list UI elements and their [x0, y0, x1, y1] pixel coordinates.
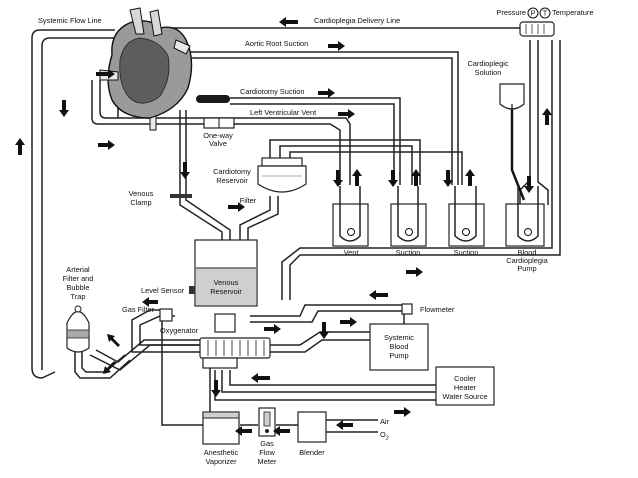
cardioplegia-delivery-line-label: Cardioplegia Delivery Line	[314, 16, 400, 25]
venous-clamp	[170, 194, 192, 198]
gas-filter	[159, 308, 173, 322]
blood-cardioplegia-pump-label-line3: Pump	[517, 264, 536, 273]
blender-label: Blender	[299, 448, 325, 457]
o2-label-main: O	[380, 430, 386, 439]
flowmeter-sensor	[401, 303, 413, 315]
gas-flow-meter	[258, 407, 276, 437]
suction-pump-2	[448, 186, 485, 247]
cardiotomy-reservoir-label-line2: Reservoir	[216, 176, 248, 185]
temperature-symbol: T	[543, 9, 548, 18]
systemic-blood-pump-label-line3: Pump	[389, 351, 408, 360]
arterial-filter-label-line4: Trap	[71, 292, 86, 301]
venous-clamp-label-line2: Clamp	[130, 198, 151, 207]
blood-cardioplegia-pump	[505, 186, 545, 247]
cardioplegic-solution-line	[510, 90, 526, 201]
one-way-valve	[203, 117, 235, 129]
filter-label: Filter	[240, 196, 257, 205]
cardiotomy-suction-label: Cardiotomy Suction	[240, 87, 305, 96]
cardioplegic-solution-label-line1: Cardioplegic	[467, 59, 508, 68]
pressure-label: Pressure	[496, 8, 526, 17]
venous-clamp-label-line1: Venous	[129, 189, 154, 198]
flow-arrows	[15, 17, 552, 436]
systemic-flow-line-label: Systemic Flow Line	[38, 16, 102, 25]
cooler-heater-water-source	[435, 366, 495, 406]
level-sensor-label: Level Sensor	[141, 286, 185, 295]
suction-pump-2-label: Suction	[454, 248, 479, 257]
venous-reservoir-label-line1: Venous	[214, 278, 239, 287]
anesthetic-vaporizer-label-line1: Anesthetic	[204, 448, 239, 457]
pressure-symbol: P	[531, 9, 536, 18]
suction-pump-1-label: Suction	[396, 248, 421, 257]
pressure-temperature-sensor: P T	[519, 7, 555, 37]
vent-pump-label: Vent	[344, 248, 359, 257]
blood-cardioplegia-pump-label-line2: Cardioplegia	[506, 256, 548, 265]
cardiotomy-reservoir-label-line1: Cardiotomy	[213, 167, 251, 176]
cardiotomy-reservoir	[257, 157, 307, 193]
systemic-blood-pump	[369, 323, 429, 371]
gas-blender	[297, 411, 327, 443]
cardioplegia-heat-exchanger	[519, 21, 555, 37]
cooler-heater-line	[221, 370, 436, 393]
cardioplegic-solution-label-line2: Solution	[475, 68, 502, 77]
blood-cardioplegia-pump-label-line1: Blood	[518, 248, 537, 257]
systemic-blood-pump-label-line1: Systemic	[384, 333, 414, 342]
arterial-filter-label-line2: Filter and	[63, 274, 94, 283]
gas-filter-label: Gas Filter	[122, 305, 155, 314]
gas-flow-meter-label-line2: Flow	[259, 448, 275, 457]
vent-pump	[332, 186, 369, 247]
left-ventricular-vent-line	[91, 80, 341, 185]
oxygenator	[199, 313, 271, 369]
one-way-valve-label-line2: Valve	[209, 139, 227, 148]
systemic-blood-pump-label-line2: Blood	[390, 342, 409, 351]
air-label: Air	[380, 417, 390, 426]
systemic-flow-line	[31, 29, 115, 379]
flowmeter-label: Flowmeter	[420, 305, 455, 314]
cooler-label-line3: Water Source	[443, 392, 488, 401]
cardiotomy-suction-line	[230, 97, 401, 185]
arterial-filter-label-line1: Arterial	[66, 265, 90, 274]
o2-label-subscript: 2	[386, 436, 389, 442]
gas-flow-meter-label-line1: Gas	[260, 439, 274, 448]
cardioplegic-solution-bag	[499, 83, 525, 112]
venous-reservoir-label-line2: Reservoir	[210, 287, 242, 296]
oxygenator-label: Oxygenator	[160, 326, 199, 335]
anesthetic-vaporizer	[202, 411, 240, 445]
arterial-filter-bubble-trap	[66, 305, 90, 353]
arterial-filter-label-line3: Bubble	[66, 283, 89, 292]
cooler-label-line2: Heater	[454, 383, 477, 392]
anesthetic-vaporizer-label-line2: Vaporizer	[205, 457, 237, 466]
gas-flow-meter-label-line3: Meter	[258, 457, 277, 466]
one-way-valve-label-line1: One-way	[203, 131, 233, 140]
venous-reservoir	[194, 239, 258, 307]
cooler-label-line1: Cooler	[454, 374, 476, 383]
cardiotomy-suction-connector	[196, 95, 230, 103]
temperature-label: Temperature	[552, 8, 594, 17]
heart-illustration	[99, 7, 193, 131]
aortic-root-suction-label: Aortic Root Suction	[245, 39, 308, 48]
aortic-root-suction-line	[180, 51, 459, 185]
left-ventricular-vent-label: Left Ventricular Vent	[250, 108, 316, 117]
o2-label: O2	[380, 430, 389, 442]
suction-pump-1	[390, 186, 427, 247]
level-sensor	[189, 286, 195, 294]
